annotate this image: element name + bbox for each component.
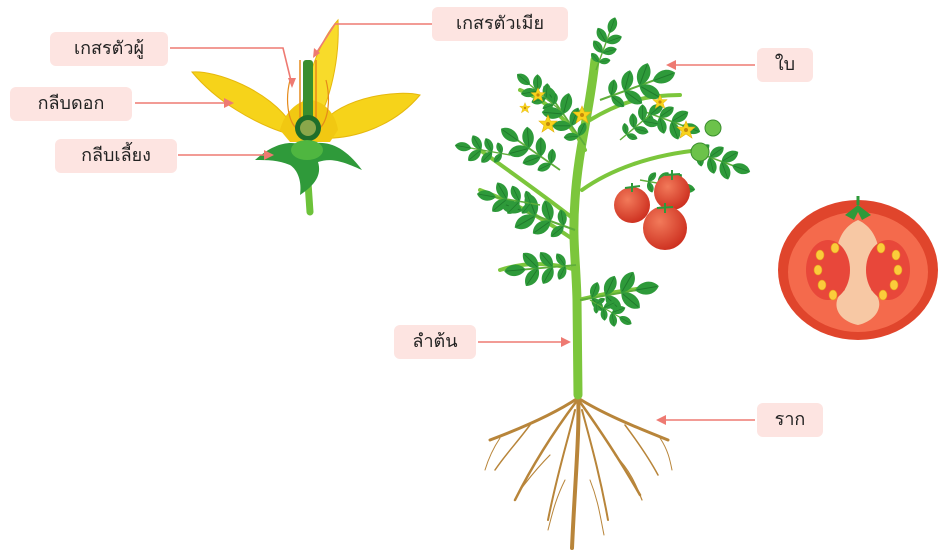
label-stem: ลำต้น	[394, 325, 476, 359]
leaves	[452, 12, 756, 336]
receptacle	[291, 140, 323, 160]
green-tomato	[691, 143, 709, 161]
label-root: ราก	[757, 403, 823, 437]
green-tomato	[705, 120, 721, 136]
label-pistil: เกสรตัวเมีย	[432, 7, 568, 41]
roots	[485, 392, 672, 548]
label-leaf: ใบ	[757, 48, 813, 82]
pointer-arrowheads	[224, 48, 676, 425]
label-sepal: กลีบเลี้ยง	[55, 139, 177, 173]
label-petal: กลีบดอก	[10, 87, 132, 121]
tomato-cross-section	[778, 196, 938, 340]
label-stamen: เกสรตัวผู้	[50, 32, 168, 66]
tomato-plant	[452, 12, 756, 548]
